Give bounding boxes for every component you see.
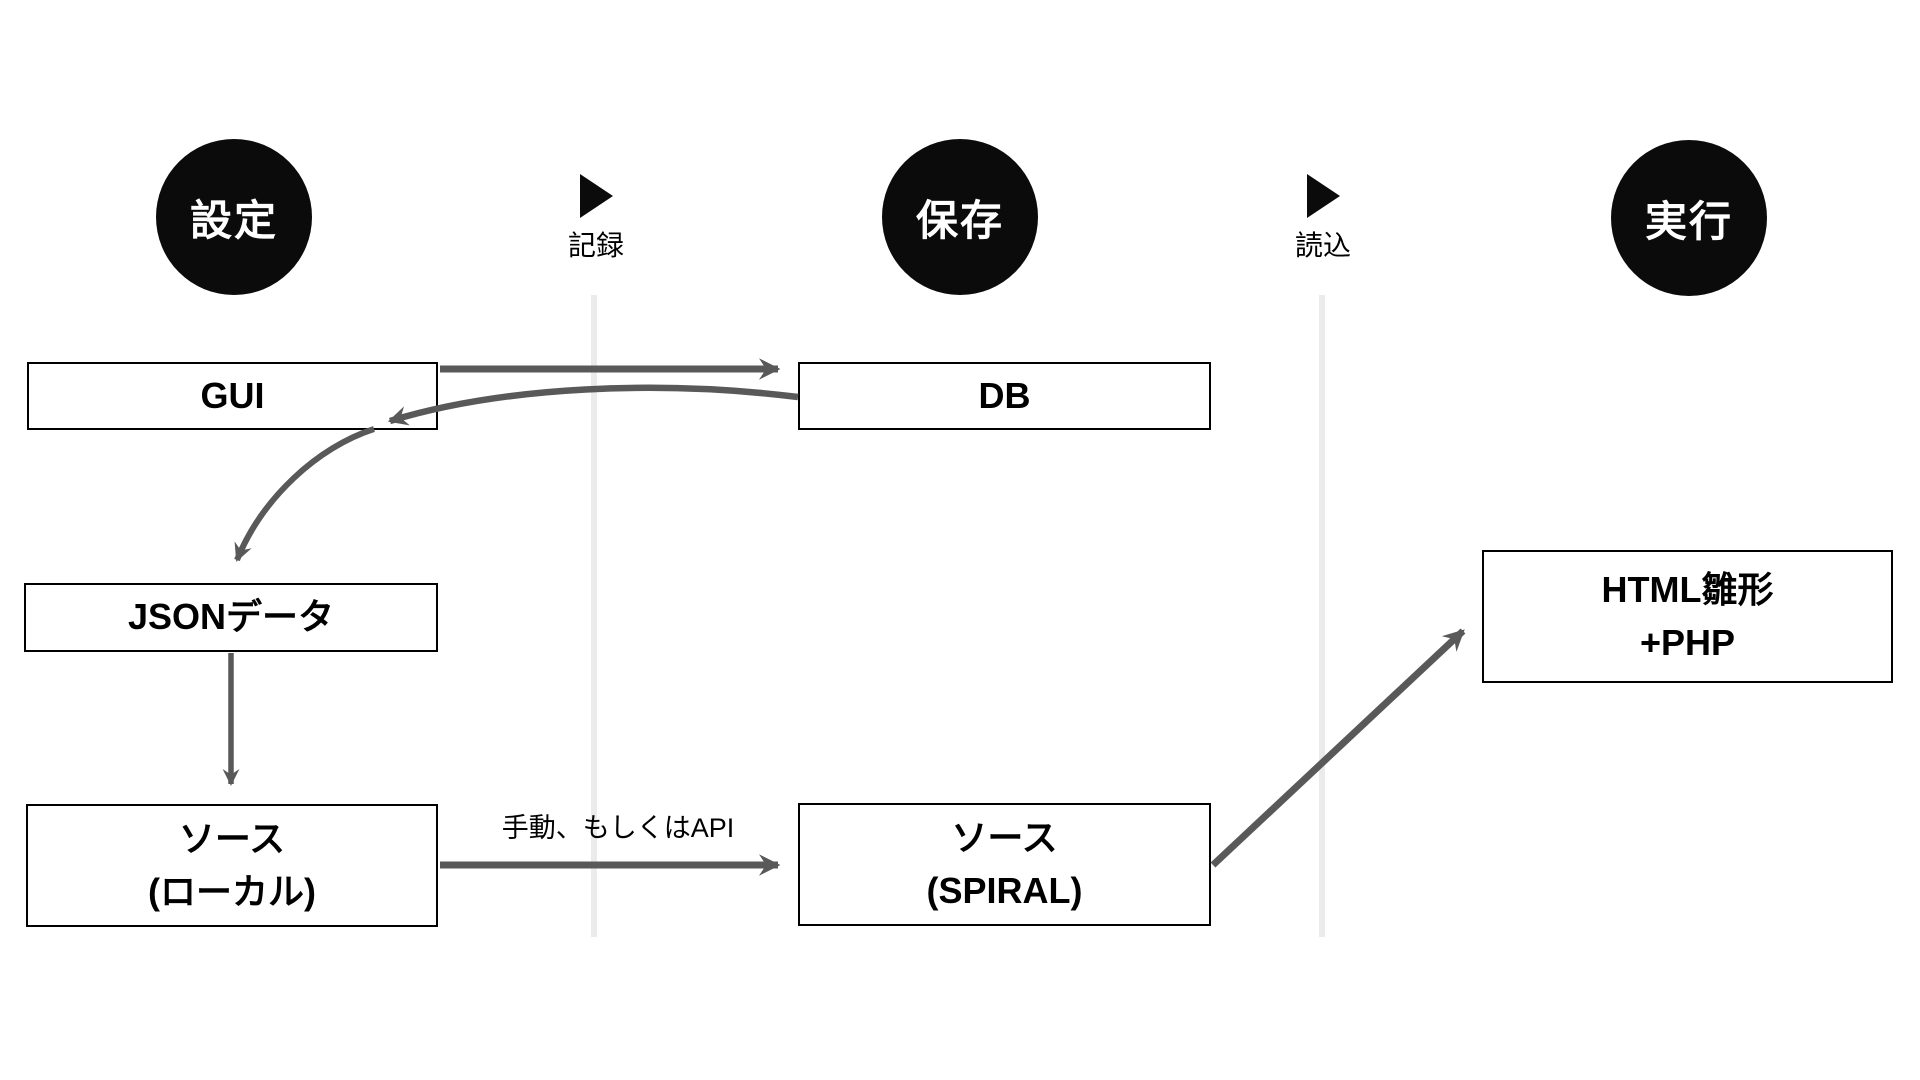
stage-circle-execute: 実行 xyxy=(1611,140,1767,296)
node-html-template-line1: HTML雛形 xyxy=(1601,569,1774,611)
arrow-spiral-to-html xyxy=(1210,628,1466,868)
node-source-local: ソース (ローカル) xyxy=(26,804,438,927)
node-db-label: DB xyxy=(978,374,1031,416)
stage-circle-settings: 設定 xyxy=(156,139,312,295)
node-gui: GUI xyxy=(27,362,438,430)
play-triangle-icon-record xyxy=(580,174,613,218)
guide-line-record xyxy=(591,295,597,937)
stage-label-save: 保存 xyxy=(915,196,1004,244)
node-source-spiral: ソース (SPIRAL) xyxy=(798,803,1211,926)
node-source-spiral-line1: ソース xyxy=(951,817,1058,859)
edge-label-manual-or-api: 手動、もしくはAPI xyxy=(501,813,735,843)
node-json-data-label: JSONデータ xyxy=(127,596,335,638)
transition-label-load: 読込 xyxy=(1294,230,1351,261)
node-html-template-php: HTML雛形 +PHP xyxy=(1482,550,1893,683)
transition-label-record: 記録 xyxy=(567,230,624,261)
stage-label-execute: 実行 xyxy=(1644,197,1733,245)
stage-label-settings: 設定 xyxy=(189,196,278,244)
guide-line-load xyxy=(1319,295,1325,937)
node-source-local-line2: (ローカル) xyxy=(148,870,316,912)
node-source-local-line1: ソース xyxy=(178,818,286,860)
node-json-data: JSONデータ xyxy=(24,583,438,652)
node-db: DB xyxy=(798,362,1211,430)
play-triangle-icon-load xyxy=(1307,174,1340,218)
stage-circle-save: 保存 xyxy=(882,139,1038,295)
arrow-gui-to-json xyxy=(234,426,375,562)
node-source-spiral-line2: (SPIRAL) xyxy=(926,869,1083,911)
node-html-template-line2: +PHP xyxy=(1639,621,1736,663)
node-gui-label: GUI xyxy=(200,374,265,416)
